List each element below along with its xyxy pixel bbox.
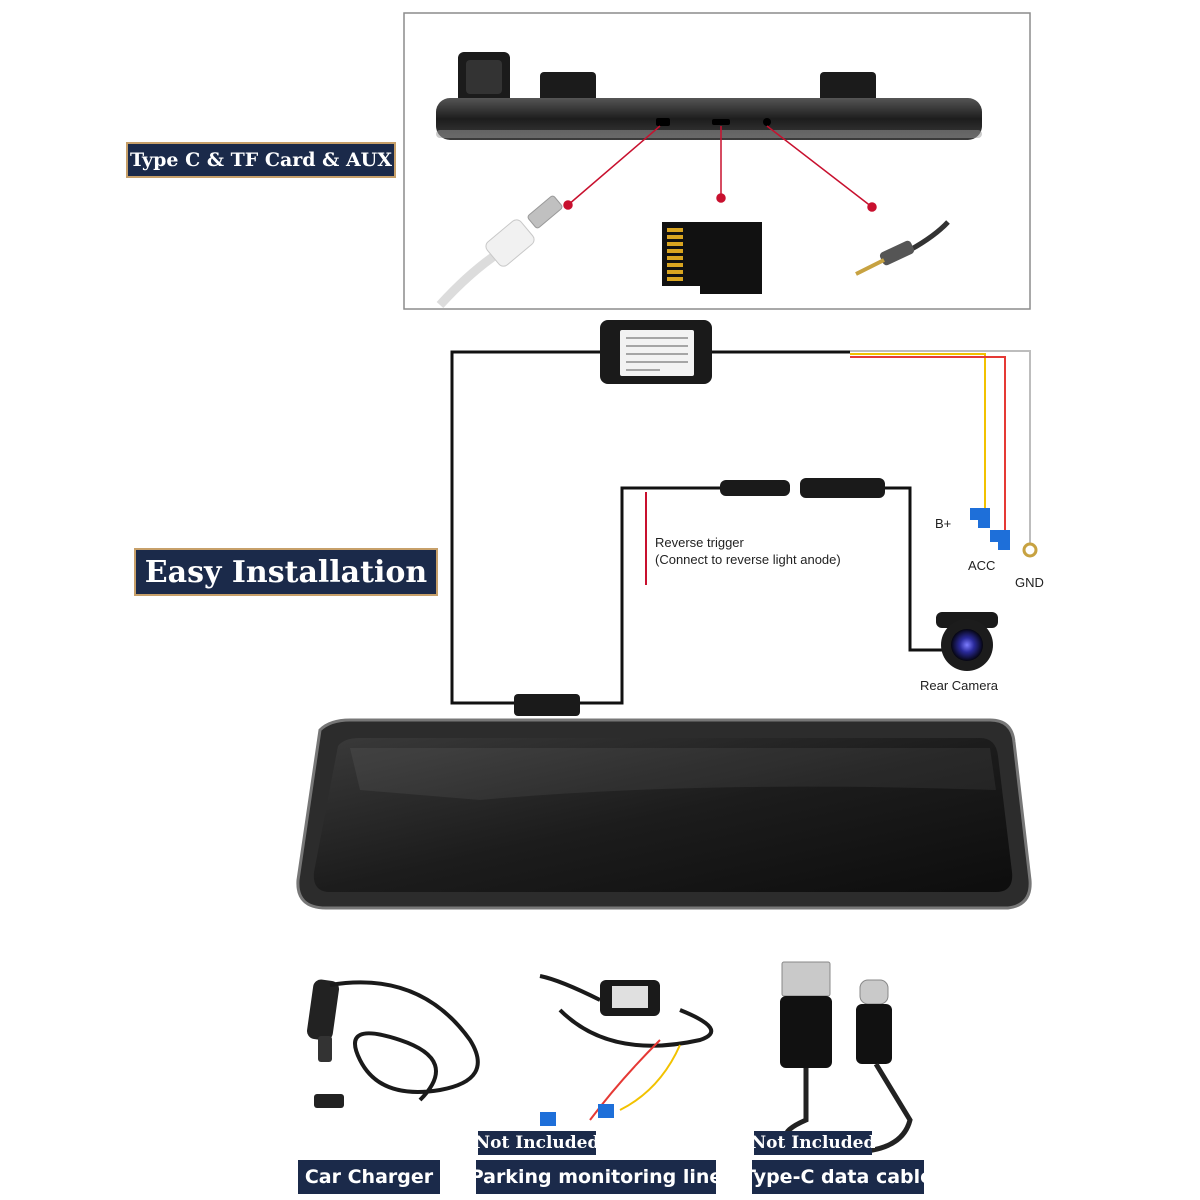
parking-line-not-included-badge: Not Included <box>474 1131 600 1155</box>
type-c-cable-not-included-badge: Not Included <box>750 1131 876 1155</box>
hardwire-converter-box <box>600 320 712 384</box>
car-charger-image <box>306 979 480 1108</box>
rear-camera-connector <box>720 478 885 498</box>
port-pointers <box>563 125 877 212</box>
type-c-data-cable-label: Type-C data cable <box>743 1160 933 1194</box>
gnd-ring-terminal <box>1022 542 1038 558</box>
fuse-tap-icons <box>970 508 1010 550</box>
acc-label: ACC <box>968 558 996 573</box>
mirror-connector <box>514 694 580 716</box>
parking-monitoring-line-image <box>539 974 714 1126</box>
reverse-trigger-note: (Connect to reverse light anode) <box>655 552 841 567</box>
power-branch-wires <box>850 350 1031 545</box>
car-charger-label: Car Charger <box>298 1160 440 1194</box>
wiring <box>450 350 945 705</box>
gnd-label: GND <box>1015 575 1044 590</box>
type-c-cable-image <box>436 195 563 309</box>
type-c-data-cable-image <box>780 961 913 1155</box>
tf-card-image <box>662 222 762 294</box>
mirror-top-view <box>436 52 982 140</box>
aux-cable-image <box>855 220 950 276</box>
b-plus-label: B+ <box>935 516 952 531</box>
rear-camera-label: Rear Camera <box>920 678 999 693</box>
parking-monitoring-line-label: Parking monitoring line <box>470 1160 722 1194</box>
mirror-dashcam-image <box>296 718 1032 910</box>
type-c-tf-aux-label: Type C & TF Card & AUX <box>126 142 396 178</box>
rear-camera-image <box>936 612 998 671</box>
reverse-trigger-label: Reverse trigger <box>655 535 744 550</box>
easy-installation-title: Easy Installation <box>134 548 438 596</box>
